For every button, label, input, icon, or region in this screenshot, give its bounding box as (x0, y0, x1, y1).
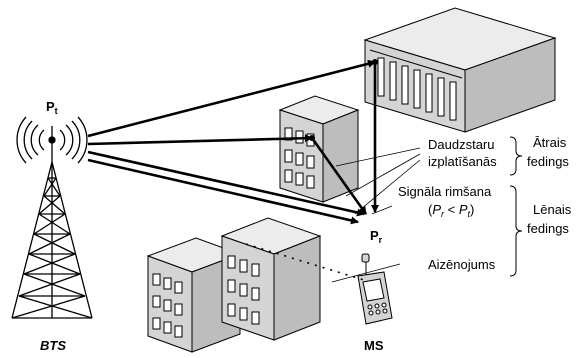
building-large (363, 7, 557, 133)
ms-label: MS (364, 338, 384, 353)
signal-waves-icon (16, 116, 88, 164)
multipath-label-line2: izplatīšanās (428, 154, 497, 169)
reflection-point (309, 135, 315, 141)
fast-fading-brace (509, 136, 523, 176)
building-front-right (220, 217, 322, 341)
fast-fading-label-line1: Ātrais (533, 135, 567, 150)
transmit-power-label: Pt (46, 99, 58, 116)
slow-fading-label-line1: Lēnais (533, 202, 572, 217)
attenuation-label: Signāla rimšana (398, 184, 492, 199)
receive-power-label: Pr (370, 228, 383, 245)
braces (509, 136, 523, 277)
building-front-left (146, 237, 242, 353)
shadowing-label: Aizēnojums (428, 257, 496, 272)
leader-lines (331, 147, 421, 283)
slow-fading-label-line2: fedings (527, 221, 569, 236)
direct-path (87, 150, 365, 217)
tower-icon (11, 161, 93, 319)
attenuation-condition: (Pr < Pt) (428, 202, 474, 219)
reflection-point (372, 59, 378, 65)
fast-fading-label-line2: fedings (527, 154, 569, 169)
path-to-middle-building (87, 134, 313, 146)
reflected-path-middle (310, 137, 368, 215)
phone-icon (357, 253, 393, 325)
attenuated-path (87, 158, 359, 225)
building-middle (278, 95, 360, 203)
signal-paths (87, 59, 379, 225)
slow-fading-brace (509, 185, 523, 277)
path-to-large-building (87, 59, 376, 138)
multipath-label-line1: Daudzstaru (428, 137, 494, 152)
bts-label: BTS (40, 338, 66, 353)
